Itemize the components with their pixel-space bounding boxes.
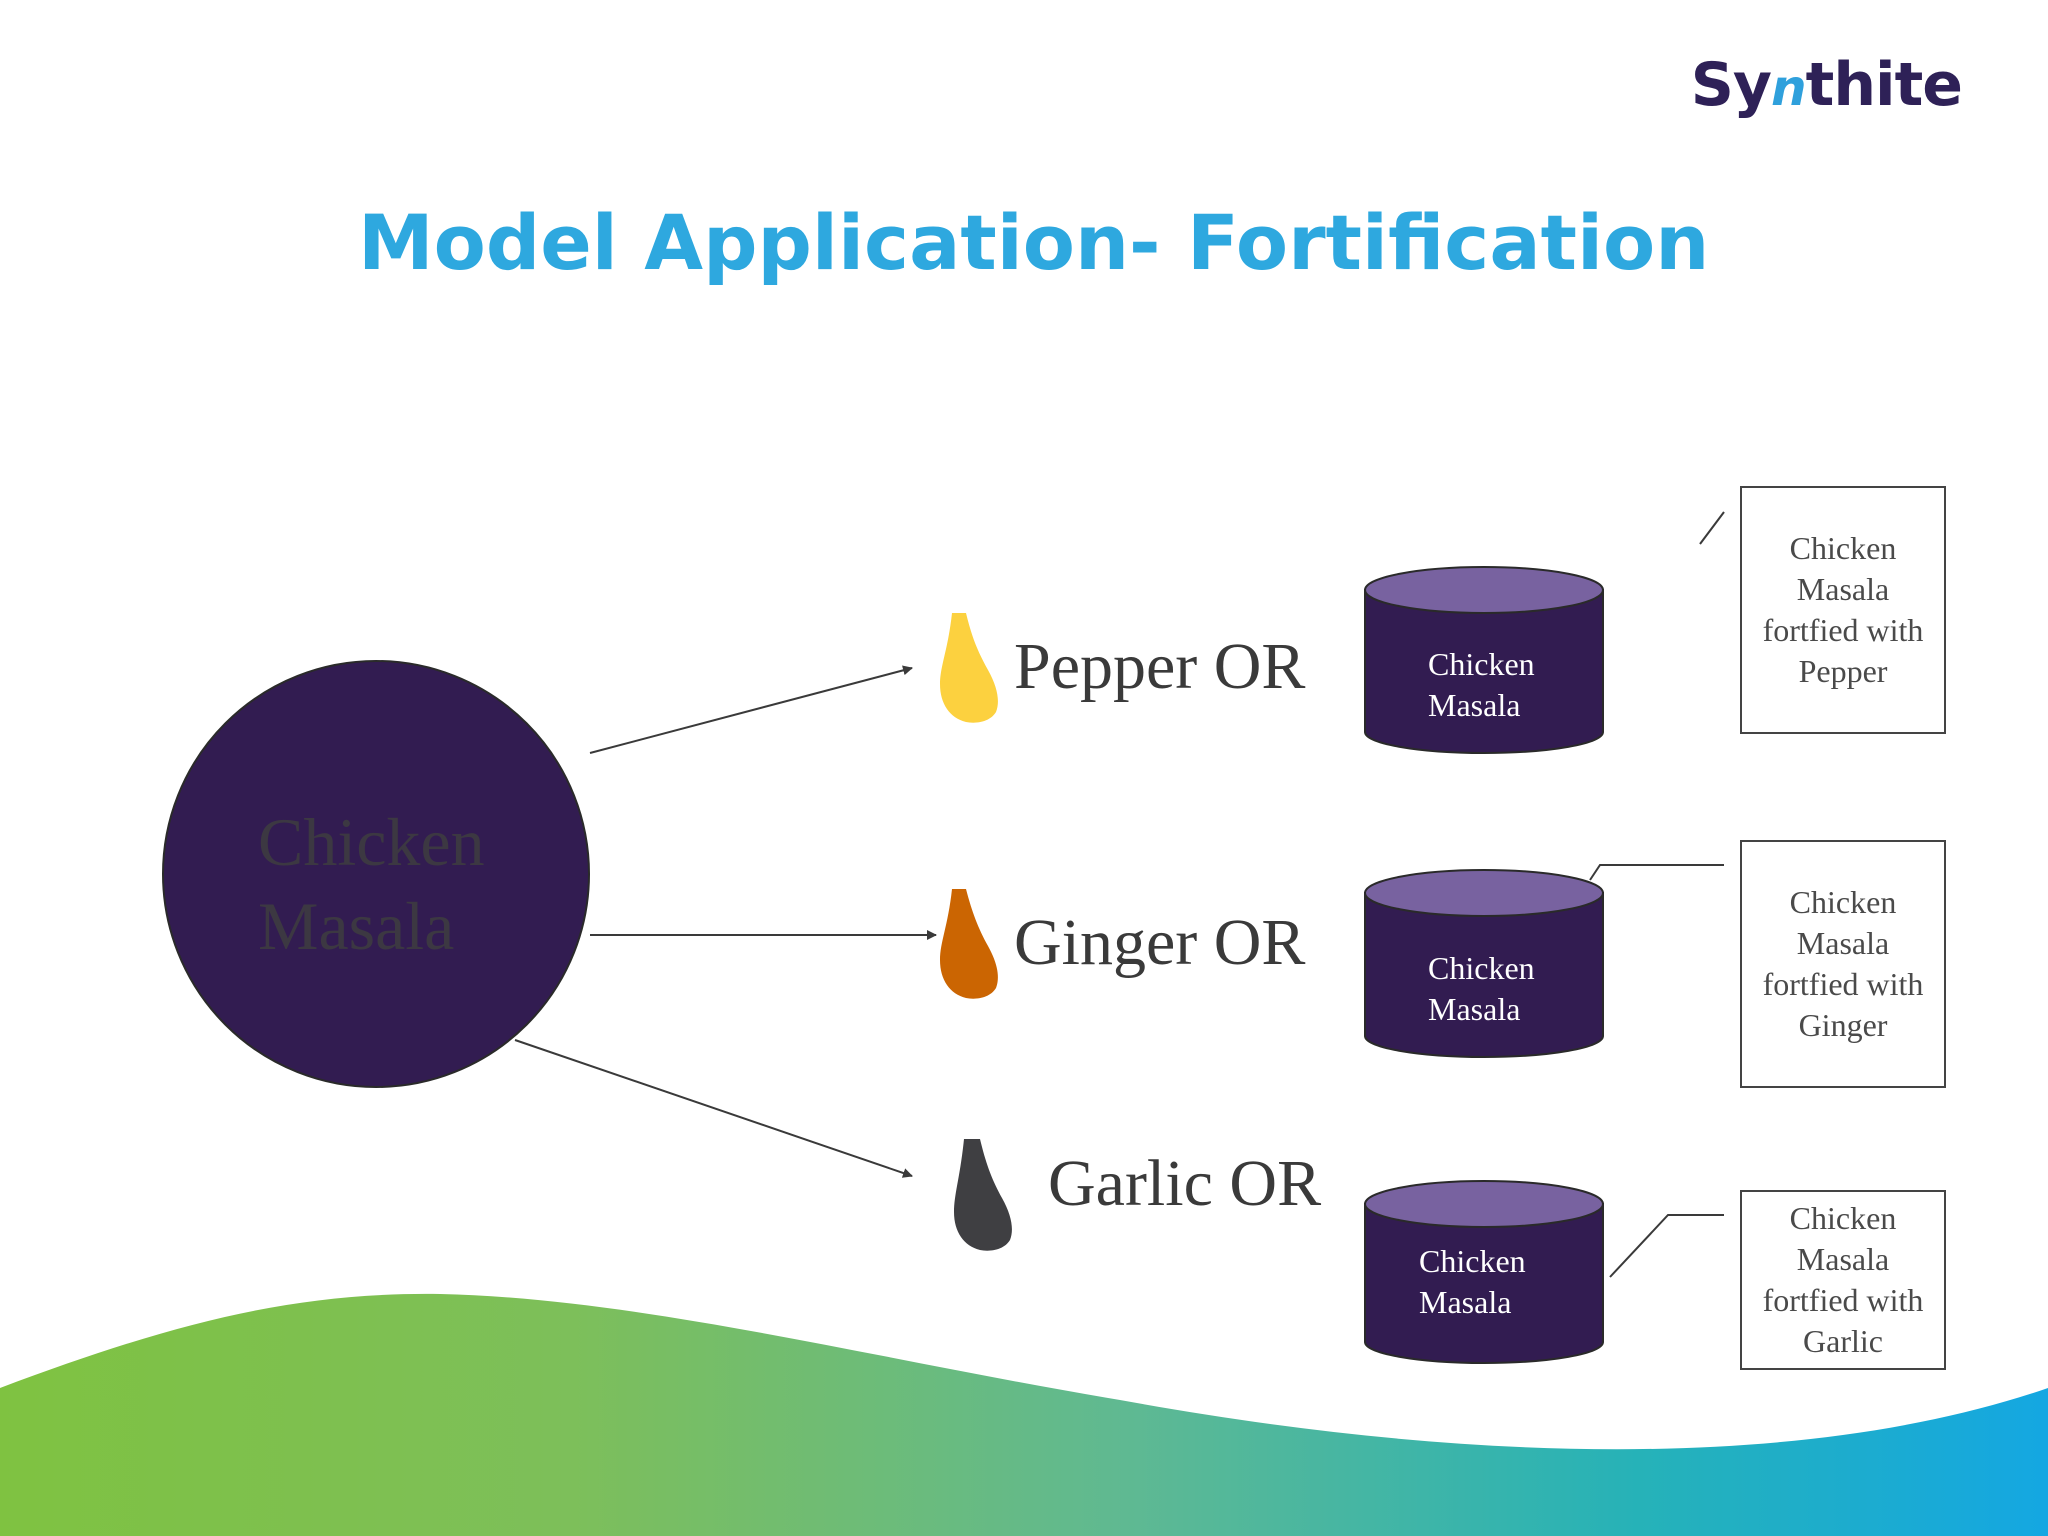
container-cylinder-3 — [1364, 1180, 1604, 1364]
spice-label-garlic: Garlic OR — [1048, 1147, 1322, 1220]
arrow-to-pepper — [589, 665, 913, 754]
ginger-drop-icon — [940, 889, 998, 999]
container-label-3-line1: Chicken — [1419, 1243, 1526, 1279]
container-label-2-line2: Masala — [1428, 991, 1521, 1027]
callout-line-garlic — [1609, 1214, 1724, 1278]
source-label-line2: Masala — [258, 888, 455, 964]
spice-label-ginger: Ginger OR — [1014, 906, 1306, 979]
container-cylinder-1 — [1364, 566, 1604, 754]
result-text-ginger: Chicken Masala fortfied with Ginger — [1762, 884, 1924, 1043]
container-label-1-line2: Masala — [1428, 687, 1521, 723]
logo-text-suffix: thite — [1805, 50, 1963, 120]
result-text-pepper: Chicken Masala fortfied with Pepper — [1762, 530, 1924, 689]
container-label-1-line1: Chicken — [1428, 646, 1535, 682]
logo-text-n: n — [1771, 59, 1807, 117]
container-label-2: Chicken Masala — [1428, 948, 1535, 1030]
slide-title: Model Application- Fortification — [358, 198, 1710, 287]
container-cylinder-2 — [1364, 869, 1604, 1058]
container-label-3: Chicken Masala — [1419, 1241, 1526, 1323]
callout-line-pepper — [1699, 511, 1725, 545]
synthite-logo: Synthite — [1691, 55, 1963, 117]
source-label-line1: Chicken — [258, 804, 485, 880]
spice-label-pepper: Pepper OR — [1014, 630, 1306, 703]
garlic-drop-icon — [954, 1139, 1012, 1251]
result-box-pepper: Chicken Masala fortfied with Pepper — [1740, 486, 1946, 734]
result-text-garlic: Chicken Masala fortfied with Garlic — [1762, 1200, 1924, 1359]
container-label-3-line2: Masala — [1419, 1284, 1512, 1320]
result-box-ginger: Chicken Masala fortfied with Ginger — [1740, 840, 1946, 1088]
pepper-drop-icon — [940, 613, 998, 723]
bottom-wave — [0, 1293, 2048, 1536]
source-label: Chicken Masala — [258, 800, 485, 968]
container-label-1: Chicken Masala — [1428, 644, 1535, 726]
logo-text-prefix: Sy — [1690, 50, 1772, 120]
callout-line-ginger — [1589, 864, 1724, 881]
container-label-2-line1: Chicken — [1428, 950, 1535, 986]
result-box-garlic: Chicken Masala fortfied with Garlic — [1740, 1190, 1946, 1370]
arrow-to-garlic — [514, 1039, 913, 1178]
chicken-masala-circle — [162, 660, 590, 1088]
